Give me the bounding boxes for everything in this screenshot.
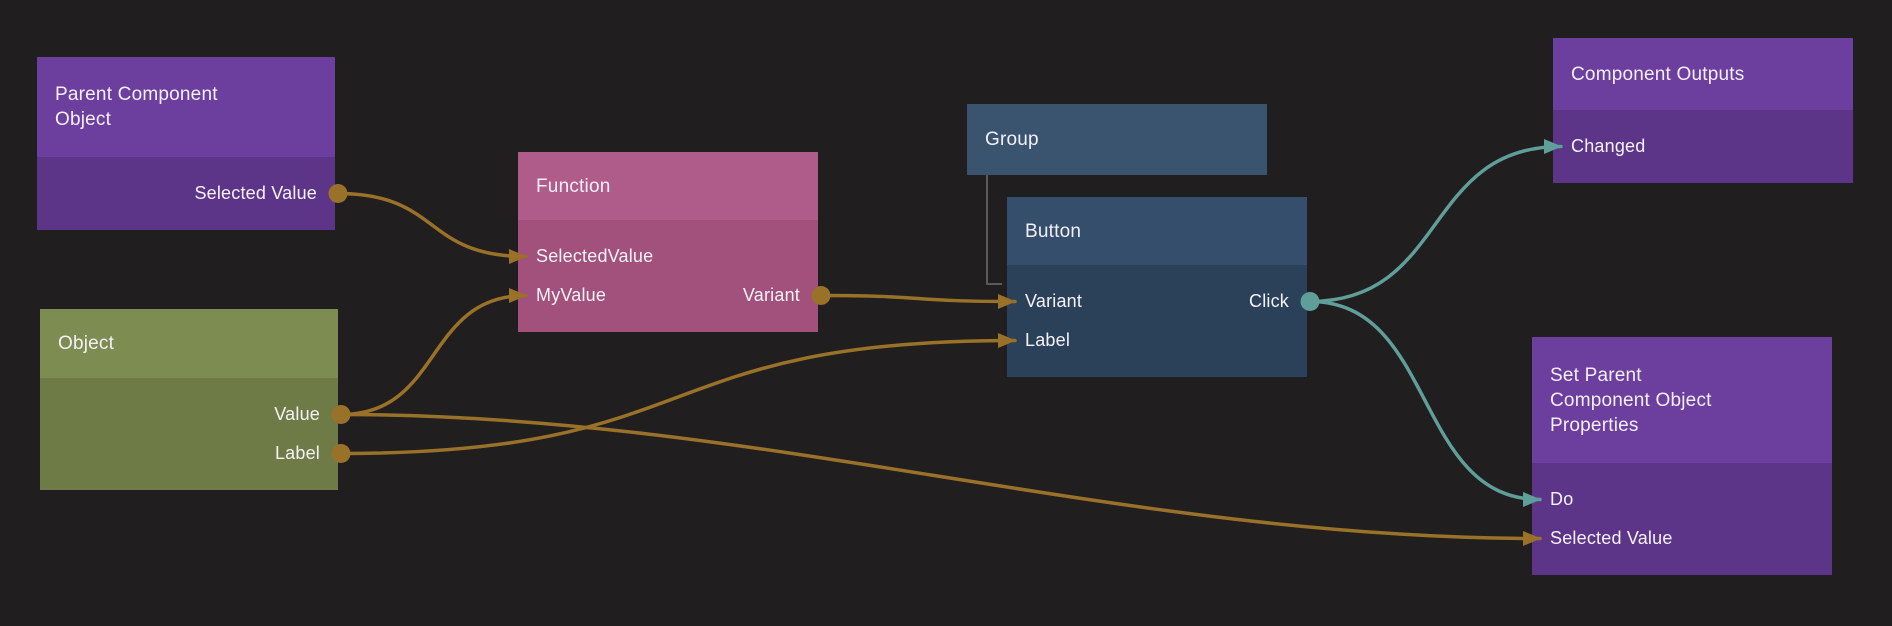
port-row: Label [1007, 321, 1307, 360]
node-title: Parent Component Object [55, 84, 218, 130]
port-row: Selected Value [1532, 519, 1832, 558]
input-port-selectedvalue[interactable]: SelectedValue [536, 246, 654, 266]
node-header[interactable]: Component Outputs [1553, 38, 1853, 110]
port-row: Variant Click [1007, 282, 1307, 321]
output-port-dot-variant[interactable] [811, 286, 831, 305]
port-row: Label [40, 434, 338, 473]
wire-button-click-to-set-parent-component-object-properties-do[interactable] [1308, 299, 1542, 507]
port-row: Do [1532, 480, 1832, 519]
node-header[interactable]: Group [967, 104, 1267, 175]
node-header[interactable]: Button [1007, 197, 1307, 265]
port-row: MyValue Variant [518, 276, 818, 315]
input-port-label[interactable]: Label [1025, 330, 1071, 350]
node-title: Function [536, 175, 611, 197]
wire-parent-component-object-selected-value-to-function-selectedvalue[interactable] [336, 191, 528, 264]
wire-button-click-to-component-outputs-changed[interactable] [1308, 139, 1563, 304]
input-port-myvalue[interactable]: MyValue [536, 285, 607, 305]
wire-object-label-to-button-label[interactable] [339, 333, 1017, 456]
group-child-connector [986, 175, 1002, 285]
output-port-dot-click[interactable] [1300, 292, 1320, 311]
output-port-click[interactable]: Click [1249, 291, 1289, 311]
node-title: Button [1025, 220, 1082, 242]
node-header[interactable]: Set Parent Component Object Properties [1532, 337, 1832, 463]
node-header[interactable]: Function [518, 152, 818, 220]
node-body: Selected Value [37, 157, 335, 230]
node-header[interactable]: Object [40, 309, 338, 378]
output-port-selected-value[interactable]: Selected Value [194, 183, 317, 203]
wire-function-variant-to-button-variant[interactable] [819, 293, 1017, 309]
input-port-variant[interactable]: Variant [1025, 291, 1083, 311]
input-port-do[interactable]: Do [1550, 489, 1574, 509]
output-port-variant[interactable]: Variant [742, 285, 800, 305]
input-port-changed[interactable]: Changed [1571, 136, 1646, 156]
output-port-value[interactable]: Value [274, 404, 320, 424]
output-port-label[interactable]: Label [274, 443, 320, 463]
wire-object-value-to-function-myvalue[interactable] [339, 288, 528, 417]
output-port-dot-label[interactable] [331, 444, 351, 463]
port-row: SelectedValue [518, 237, 818, 276]
port-row: Selected Value [37, 174, 335, 213]
wire-object-value-to-set-parent-component-object-properties-selected-value[interactable] [339, 412, 1542, 546]
node-title: Object [58, 333, 115, 354]
port-row: Value [40, 395, 338, 434]
node-title: Set Parent Component Object Properties [1550, 364, 1712, 436]
port-row: Changed [1553, 127, 1853, 166]
node-title: Component Outputs [1571, 63, 1745, 85]
node-header[interactable]: Parent Component Object [37, 57, 335, 157]
output-port-dot-value[interactable] [331, 405, 351, 424]
input-port-selected-value[interactable]: Selected Value [1550, 528, 1673, 548]
output-port-dot-selected-value[interactable] [328, 184, 348, 203]
node-body: Changed [1553, 110, 1853, 183]
node-group[interactable]: Group [967, 104, 1267, 175]
node-title: Group [985, 129, 1039, 150]
